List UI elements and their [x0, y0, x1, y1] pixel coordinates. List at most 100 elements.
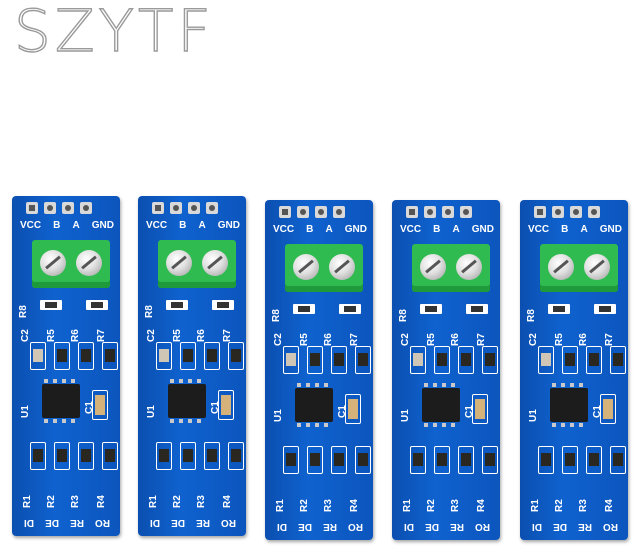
label-a: A	[72, 220, 80, 231]
label-r7: R7	[604, 333, 615, 346]
label-r1: R1	[530, 499, 541, 512]
resistor-r7	[482, 346, 498, 374]
header-labels: VCC B A GND	[528, 224, 622, 235]
capacitor-c1	[345, 394, 361, 424]
screw-icon	[329, 254, 355, 280]
header-labels: VCC B A GND	[273, 224, 367, 235]
footer-labels: RO RE DE DI	[532, 521, 618, 532]
pin	[534, 206, 546, 218]
capacitor-c1	[472, 394, 488, 424]
pin	[206, 202, 218, 214]
resistor-r5	[307, 346, 323, 374]
resistor-r5	[562, 346, 578, 374]
pin	[333, 206, 345, 218]
pin	[406, 206, 418, 218]
pin	[152, 202, 164, 214]
label-r1: R1	[275, 499, 286, 512]
footer-labels: RO RE DE DI	[24, 517, 110, 528]
resistor-r3	[458, 446, 474, 474]
pin	[297, 206, 309, 218]
screw-icon	[166, 250, 192, 276]
resistor-r3	[78, 442, 94, 470]
resistor-r1	[410, 446, 426, 474]
label-u1: U1	[528, 409, 539, 422]
label-gnd: GND	[599, 224, 622, 235]
resistor-r4	[610, 446, 626, 474]
label-r1: R1	[148, 495, 159, 508]
label-re: RE	[70, 517, 84, 528]
label-b: B	[433, 224, 441, 235]
label-re: RE	[450, 521, 464, 532]
resistor-r5	[180, 342, 196, 370]
label-a: A	[325, 224, 333, 235]
resistor-r5	[54, 342, 70, 370]
screw-terminal-block	[285, 244, 363, 292]
label-gnd: GND	[344, 224, 367, 235]
footer-labels: RO RE DE DI	[150, 517, 236, 528]
label-vcc: VCC	[528, 224, 550, 235]
screw-terminal-block	[412, 244, 490, 292]
resistor-r7	[228, 342, 244, 370]
resistor-r1	[538, 446, 554, 474]
resistor-r8	[548, 304, 570, 314]
capacitor-c2	[30, 342, 46, 370]
label-r3: R3	[70, 495, 81, 508]
label-b: B	[306, 224, 314, 235]
label-r8: R8	[144, 305, 155, 318]
label-r4: R4	[476, 499, 487, 512]
pin	[315, 206, 327, 218]
label-u1: U1	[146, 405, 157, 418]
label-a: A	[198, 220, 206, 231]
label-ro: RO	[475, 521, 490, 532]
label-gnd: GND	[471, 224, 494, 235]
screw-icon	[202, 250, 228, 276]
label-r3: R3	[578, 499, 589, 512]
screw-icon	[76, 250, 102, 276]
label-di: DI	[277, 521, 287, 532]
label-r8: R8	[18, 305, 29, 318]
label-c2: C2	[146, 329, 157, 342]
label-r1: R1	[402, 499, 413, 512]
label-di: DI	[150, 517, 160, 528]
label-r8: R8	[398, 309, 409, 322]
ic-chip-u1	[550, 383, 588, 427]
screw-terminal-block	[540, 244, 618, 292]
label-a: A	[452, 224, 460, 235]
pin	[44, 202, 56, 214]
capacitor-c2	[156, 342, 172, 370]
label-r2: R2	[172, 495, 183, 508]
label-de: DE	[553, 521, 567, 532]
label-ro: RO	[95, 517, 110, 528]
pin	[570, 206, 582, 218]
resistor-r6	[78, 342, 94, 370]
resistor-r3	[586, 446, 602, 474]
ic-chip-u1	[42, 379, 80, 423]
label-de: DE	[425, 521, 439, 532]
header-pins	[26, 202, 92, 214]
label-r2: R2	[299, 499, 310, 512]
rs485-module-board: VCC B A GND R8 C2 R5 R6 R7 U1 C1 R1 R2 R…	[12, 196, 120, 536]
resistor-r2	[434, 446, 450, 474]
rs485-module-board: VCC B A GND R8 C2 R5 R6 R7 U1 C1 R1 R2 R…	[138, 196, 246, 536]
pin	[80, 202, 92, 214]
rs485-module-board: VCC B A GND R8 C2 R5 R6 R7 U1 C1 R1 R2 R…	[265, 200, 373, 540]
label-r6: R6	[450, 333, 461, 346]
capacitor-c1	[218, 390, 234, 420]
pin	[424, 206, 436, 218]
label-a: A	[580, 224, 588, 235]
label-vcc: VCC	[20, 220, 42, 231]
pin	[279, 206, 291, 218]
resistor-r2	[307, 446, 323, 474]
label-r3: R3	[196, 495, 207, 508]
label-r1: R1	[22, 495, 33, 508]
footer-labels: RO RE DE DI	[277, 521, 363, 532]
label-vcc: VCC	[146, 220, 168, 231]
resistor-r7	[102, 342, 118, 370]
label-c2: C2	[273, 333, 284, 346]
pin	[62, 202, 74, 214]
label-r5: R5	[426, 333, 437, 346]
screw-icon	[584, 254, 610, 280]
pin	[588, 206, 600, 218]
header-labels: VCC B A GND	[20, 220, 114, 231]
resistor-r7	[355, 346, 371, 374]
